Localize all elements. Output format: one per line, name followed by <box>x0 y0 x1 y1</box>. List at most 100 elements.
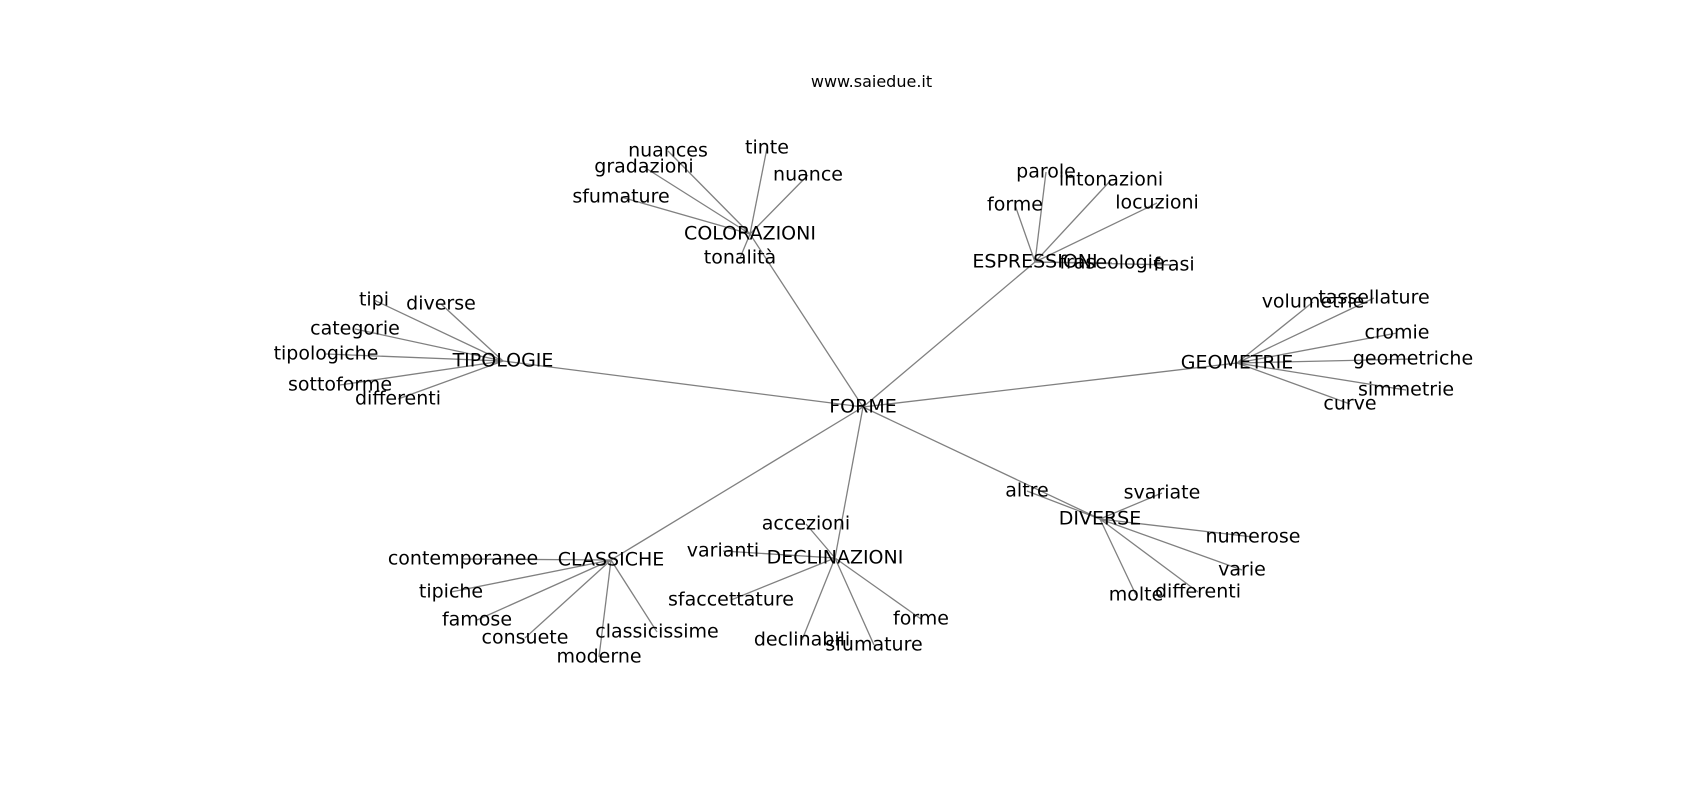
edge-colorazioni-leaf <box>749 174 809 235</box>
leaf-node: moderne <box>556 646 641 668</box>
edge-diverse-leaf <box>1099 492 1163 520</box>
leaf-node: sfumature <box>572 186 669 208</box>
leaf-node: accezioni <box>762 513 850 535</box>
leaf-node: sottoforme <box>288 374 392 396</box>
edge-tipologie-leaf <box>325 353 504 362</box>
site-watermark: www.saiedue.it <box>810 72 933 91</box>
hub-node-tipologie: TIPOLOGIE <box>452 350 554 372</box>
edge-diverse-leaf <box>1099 518 1199 593</box>
edge-classiche-leaf <box>476 559 612 621</box>
edge-diverse-leaf <box>1099 518 1137 596</box>
edge-declinazioni-leaf <box>722 550 836 559</box>
leaf-node: tonalità <box>704 247 776 269</box>
leaf-node: intonazioni <box>1059 169 1163 191</box>
leaf-node: contemporanee <box>388 548 538 570</box>
edge-classiche-leaf <box>610 559 658 633</box>
edge-geometrie-leaf <box>1236 332 1398 364</box>
leaf-node: curve <box>1323 393 1376 415</box>
graph-edges <box>325 147 1414 658</box>
hub-node-colorazioni: COLORAZIONI <box>684 223 816 245</box>
leaf-node: numerose <box>1206 526 1301 548</box>
edge-declinazioni-leaf <box>801 557 836 641</box>
leaf-node: sfaccettature <box>668 589 794 611</box>
leaf-node: frasi <box>1153 254 1194 276</box>
edge-espressioni-leaf <box>1014 204 1036 263</box>
leaf-node: forme <box>893 608 949 630</box>
edge-tipologie-leaf <box>339 360 504 386</box>
hub-node-geometrie: GEOMETRIE <box>1181 352 1294 374</box>
edge-center-tipologie <box>502 360 864 408</box>
leaf-node: geometriche <box>1353 348 1473 370</box>
hub-node-diverse: DIVERSE <box>1059 508 1142 530</box>
center-node: FORME <box>829 396 896 418</box>
leaf-node: fraseologie <box>1059 252 1164 274</box>
leaf-node: altre <box>1005 480 1048 502</box>
edge-diverse-leaf <box>1026 490 1101 520</box>
edge-center-classiche <box>610 406 864 561</box>
edge-geometrie-leaf <box>1236 362 1351 405</box>
leaf-node: nuances <box>628 140 708 162</box>
leaf-node: tassellature <box>1318 287 1429 309</box>
edge-center-geometrie <box>862 362 1238 408</box>
edge-center-declinazioni <box>834 406 864 559</box>
leaf-node: categorie <box>310 318 400 340</box>
edge-declinazioni-leaf <box>834 557 922 620</box>
edge-geometrie-leaf <box>1236 301 1314 364</box>
leaf-node: locuzioni <box>1115 192 1199 214</box>
leaf-node: simmetrie <box>1358 379 1454 401</box>
leaf-node: tipologiche <box>274 343 379 365</box>
edge-geometrie-leaf <box>1236 362 1407 391</box>
leaf-node: famose <box>442 609 512 631</box>
leaf-node: forme <box>987 194 1043 216</box>
leaf-node: tipi <box>359 289 389 311</box>
leaf-node: consuete <box>482 627 569 649</box>
leaf-node: differenti <box>1155 581 1241 603</box>
leaf-node: nuance <box>773 164 843 186</box>
edge-diverse-leaf <box>1099 518 1254 538</box>
leaf-node: declinabili <box>754 629 850 651</box>
edge-colorazioni-leaf <box>643 166 751 235</box>
edge-espressioni-leaf <box>1034 179 1112 263</box>
edge-declinazioni-leaf <box>730 557 836 601</box>
edge-classiche-leaf <box>524 559 612 639</box>
leaf-node: varie <box>1218 559 1266 581</box>
leaf-node: tinte <box>745 137 789 159</box>
edge-colorazioni-leaf <box>667 150 751 235</box>
leaf-node: svariate <box>1124 482 1201 504</box>
edge-colorazioni-leaf <box>620 196 751 235</box>
edge-espressioni-leaf <box>1034 171 1047 263</box>
hub-node-espressioni: ESPRESSIONI <box>972 251 1097 273</box>
edge-classiche-leaf <box>598 559 612 658</box>
edge-colorazioni-leaf <box>739 233 751 259</box>
edge-classiche-leaf <box>462 558 612 561</box>
leaf-node: gradazioni <box>594 156 693 178</box>
edge-center-diverse <box>862 406 1101 520</box>
leaf-node: sfumature <box>825 634 922 656</box>
leaf-node: molte <box>1109 584 1164 606</box>
leaf-node: diverse <box>406 293 476 315</box>
edge-center-colorazioni <box>749 233 864 408</box>
edge-espressioni-leaf <box>1034 202 1158 263</box>
leaf-node: cromie <box>1365 322 1430 344</box>
leaf-node: varianti <box>687 540 759 562</box>
leaf-node: differenti <box>355 388 441 410</box>
edge-tipologie-leaf <box>440 303 504 362</box>
leaf-node: tipiche <box>419 581 483 603</box>
edge-tipologie-leaf <box>354 328 504 362</box>
edge-diverse-leaf <box>1099 518 1243 571</box>
edge-tipologie-leaf <box>373 299 504 362</box>
edge-geometrie-leaf <box>1236 297 1375 364</box>
graph-labels: FORME COLORAZIONI nuances tinte gradazioni n… <box>274 137 1474 668</box>
edge-geometrie-leaf <box>1236 358 1414 364</box>
hub-node-classiche: CLASSICHE <box>558 549 665 571</box>
leaf-node: parole <box>1016 161 1076 183</box>
edge-declinazioni-leaf <box>834 557 875 646</box>
leaf-node: volumetrie <box>1262 291 1365 313</box>
edge-colorazioni-leaf <box>749 147 768 235</box>
hub-node-declinazioni: DECLINAZIONI <box>767 547 904 569</box>
edge-declinazioni-leaf <box>805 523 836 559</box>
edge-classiche-leaf <box>450 559 612 593</box>
edge-tipologie-leaf <box>397 360 504 400</box>
edge-center-espressioni <box>862 261 1036 408</box>
